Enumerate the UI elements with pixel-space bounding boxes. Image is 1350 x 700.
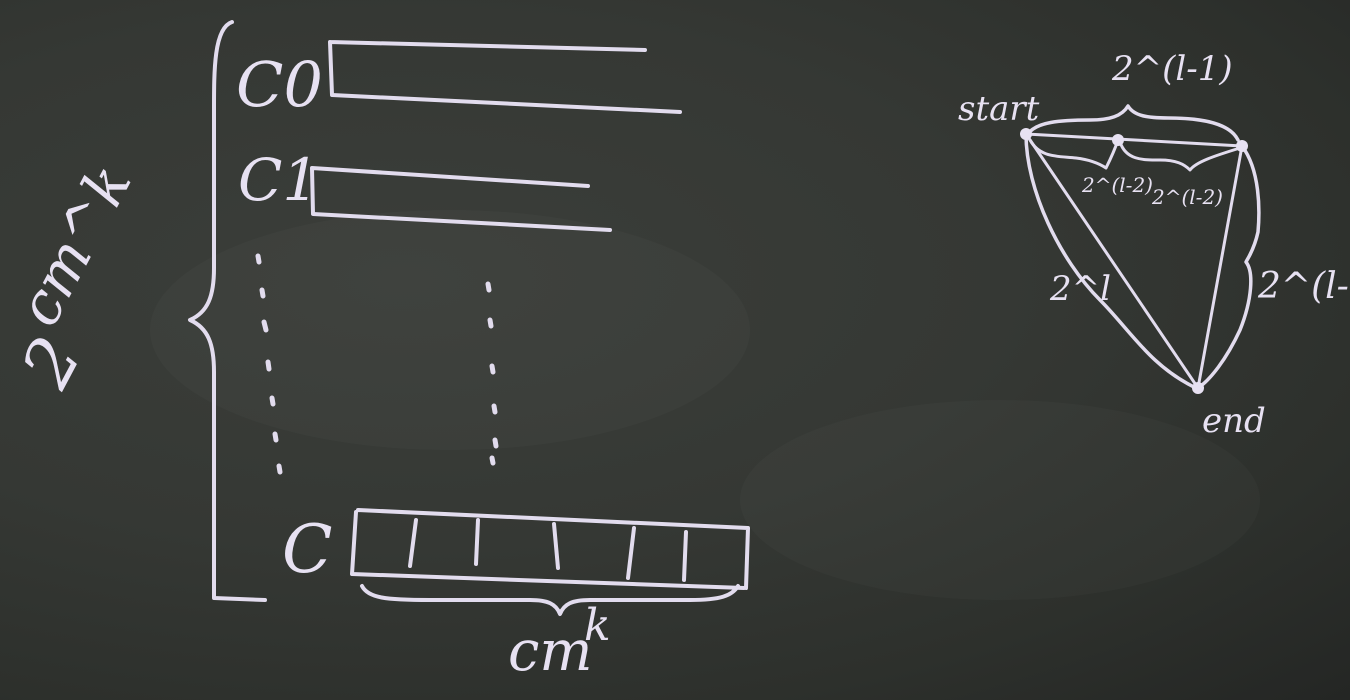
right-outer-path	[1196, 144, 1261, 390]
vertex-start	[1020, 128, 1032, 140]
rows-label-exponent: cm^k	[4, 153, 144, 336]
row-1-bar	[310, 166, 612, 232]
half-left-label: 2^(l-2)	[1081, 173, 1153, 197]
left-brace	[188, 20, 267, 602]
bottom-brace	[360, 584, 740, 616]
right-edge	[1196, 144, 1244, 390]
vertex-end	[1192, 382, 1204, 394]
row-label-c: C	[282, 511, 333, 588]
row-0-bar	[328, 40, 682, 114]
row-last-cells	[408, 518, 688, 582]
cols-label-base: cm	[508, 619, 592, 684]
half-left-brace	[1028, 138, 1120, 170]
start-label: start	[958, 89, 1040, 129]
top-edge	[1024, 132, 1244, 148]
top-edge-label: 2^(l-1)	[1111, 49, 1233, 89]
half-right-brace	[1118, 140, 1242, 172]
top-brace	[1026, 104, 1240, 142]
half-right-label: 2^(l-2)	[1151, 185, 1223, 209]
rows-count-label: 2 cm^k	[4, 153, 144, 401]
left-outer-path	[1024, 132, 1198, 390]
right-edge-label: 2^(l-1)	[1257, 266, 1350, 307]
row-last-bar	[350, 508, 750, 590]
vertical-ellipsis-right	[485, 281, 499, 466]
vertex-midpoint	[1112, 134, 1124, 146]
chalk-smudge	[150, 210, 750, 450]
row-label-c1: C1	[238, 146, 319, 214]
end-label: end	[1202, 401, 1266, 441]
chalk-smudge	[740, 400, 1260, 600]
cols-label-exponent: k	[584, 600, 611, 651]
vertical-ellipsis-left	[255, 253, 283, 475]
diagonal-edge-label: 2^l	[1049, 269, 1111, 309]
row-label-c0: C0	[236, 48, 323, 121]
vertex-top-right	[1236, 140, 1248, 152]
diagonal-edge	[1024, 132, 1200, 390]
rows-label-base: 2	[7, 325, 98, 401]
